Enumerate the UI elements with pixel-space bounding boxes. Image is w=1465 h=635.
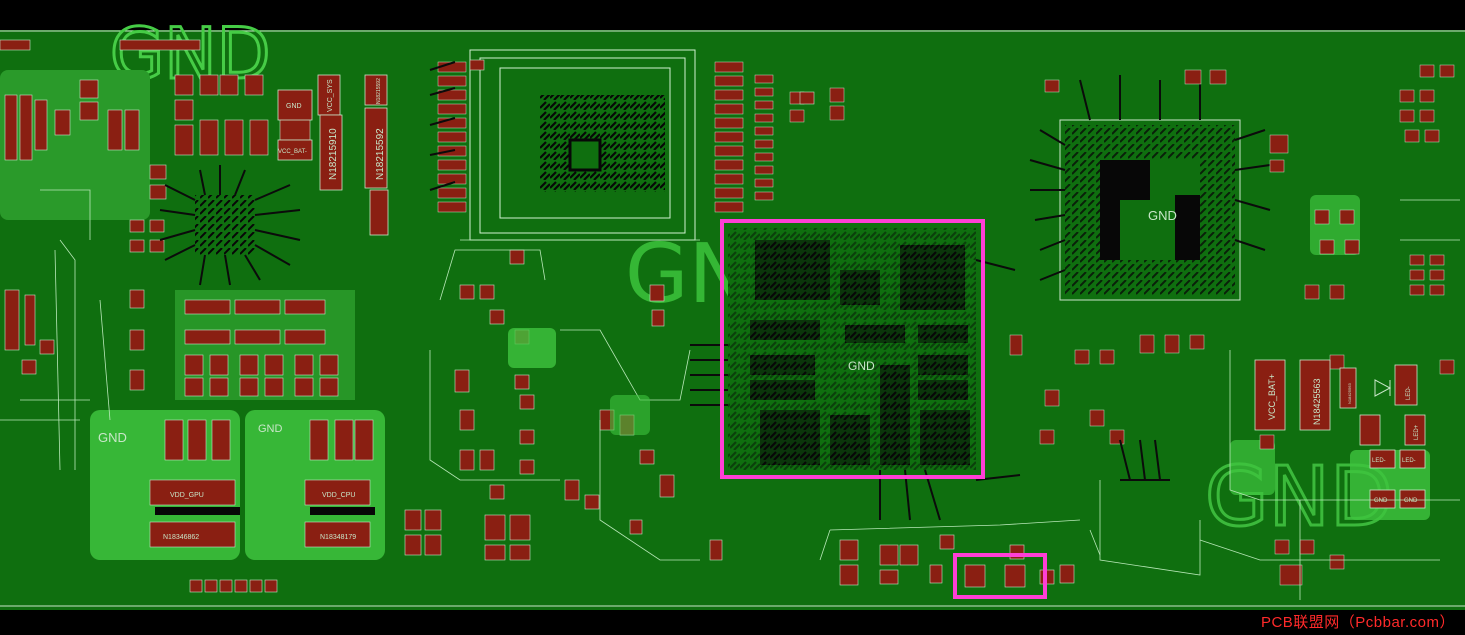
n18215592-small-component: [364, 74, 388, 106]
led-minus-1-component: [1394, 364, 1418, 406]
vcc-bat-minus-pad: [277, 139, 313, 161]
vcc-sys-label: VCC_SYS: [327, 79, 334, 112]
soc-socket-region: [429, 49, 845, 241]
vdd-gpu-inductor: [149, 479, 236, 506]
vcc-bat-plus-label: VCC_BAT+: [1267, 374, 1277, 420]
n18425563-small-label: N18425563: [1347, 383, 1352, 404]
gnd-label-bga: GND: [848, 359, 875, 373]
n18215592-component: [364, 107, 388, 189]
gnd-label-left-2: GND: [258, 423, 283, 435]
gnd-pad-label: GND: [286, 103, 302, 110]
vdd-cpu-inductor: [304, 479, 371, 506]
led-plus-component: [1404, 414, 1426, 446]
right-qfp-region: GND: [1029, 69, 1289, 301]
led-minus-2-component: [1369, 449, 1396, 469]
n18215910-label: N18215910: [328, 128, 339, 180]
led-minus-3-label: LED-: [1402, 458, 1416, 464]
qfn-chip-left: [195, 195, 255, 255]
gnd-pad-left: [277, 89, 313, 121]
gnd-label-right-small: GND: [1148, 208, 1177, 223]
vcc-bat-minus-label: VCC_BAT-: [278, 149, 307, 155]
viewer-top-band: [0, 0, 1465, 30]
selection-highlight-bga[interactable]: [720, 219, 985, 479]
diode-symbol: [1374, 379, 1392, 397]
highlighted-pad-left: [964, 564, 986, 588]
n18348179-label: N18348179: [320, 534, 356, 541]
led-minus-2-label: LED-: [1372, 458, 1386, 464]
soc-bga-pattern: [540, 95, 665, 192]
vdd-gpu-label: VDD_GPU: [170, 492, 204, 499]
left-power-region: GND VCC_BAT- VCC_SYS N18215910 N18215592…: [0, 39, 389, 593]
gnd-right-pad-1: [1369, 489, 1396, 509]
gnd-right-pad-1-label: GND: [1374, 498, 1388, 504]
gnd-right-pad-2-label: GND: [1404, 498, 1418, 504]
led-minus-3-component: [1399, 449, 1426, 469]
selection-highlight-pads[interactable]: [953, 553, 1047, 599]
n18346862-label: N18346862: [163, 534, 199, 541]
n18215592-small-label: N18215592: [376, 78, 382, 104]
right-side-region: VCC_BAT+ N18425563 N18425563 LED- LED+ L…: [1009, 64, 1460, 600]
watermark-text: PCB联盟网（Pcbbar.com）: [1260, 614, 1455, 631]
center-traces: [429, 239, 700, 561]
gnd-right-pad-2: [1399, 489, 1426, 509]
n18215910-component: [319, 114, 343, 191]
highlighted-pad-right: [1004, 564, 1026, 588]
n18425563-label: N18425563: [1312, 378, 1322, 425]
center-passives: [404, 59, 815, 561]
main-bga-region: GND: [690, 219, 1021, 521]
n18425563-component: [1299, 359, 1331, 431]
vcc-bat-plus-component: [1254, 359, 1286, 431]
led-plus-label: LED+: [1414, 424, 1420, 440]
bottom-center-region: [819, 519, 1101, 599]
vdd-cpu-label: VDD_CPU: [322, 492, 355, 499]
gnd-label-left-1: GND: [98, 430, 127, 445]
viewer-bottom-band: [0, 610, 1465, 635]
led-minus-1-label: LED-: [1406, 386, 1412, 400]
n18215592-label: N18215592: [375, 128, 386, 180]
